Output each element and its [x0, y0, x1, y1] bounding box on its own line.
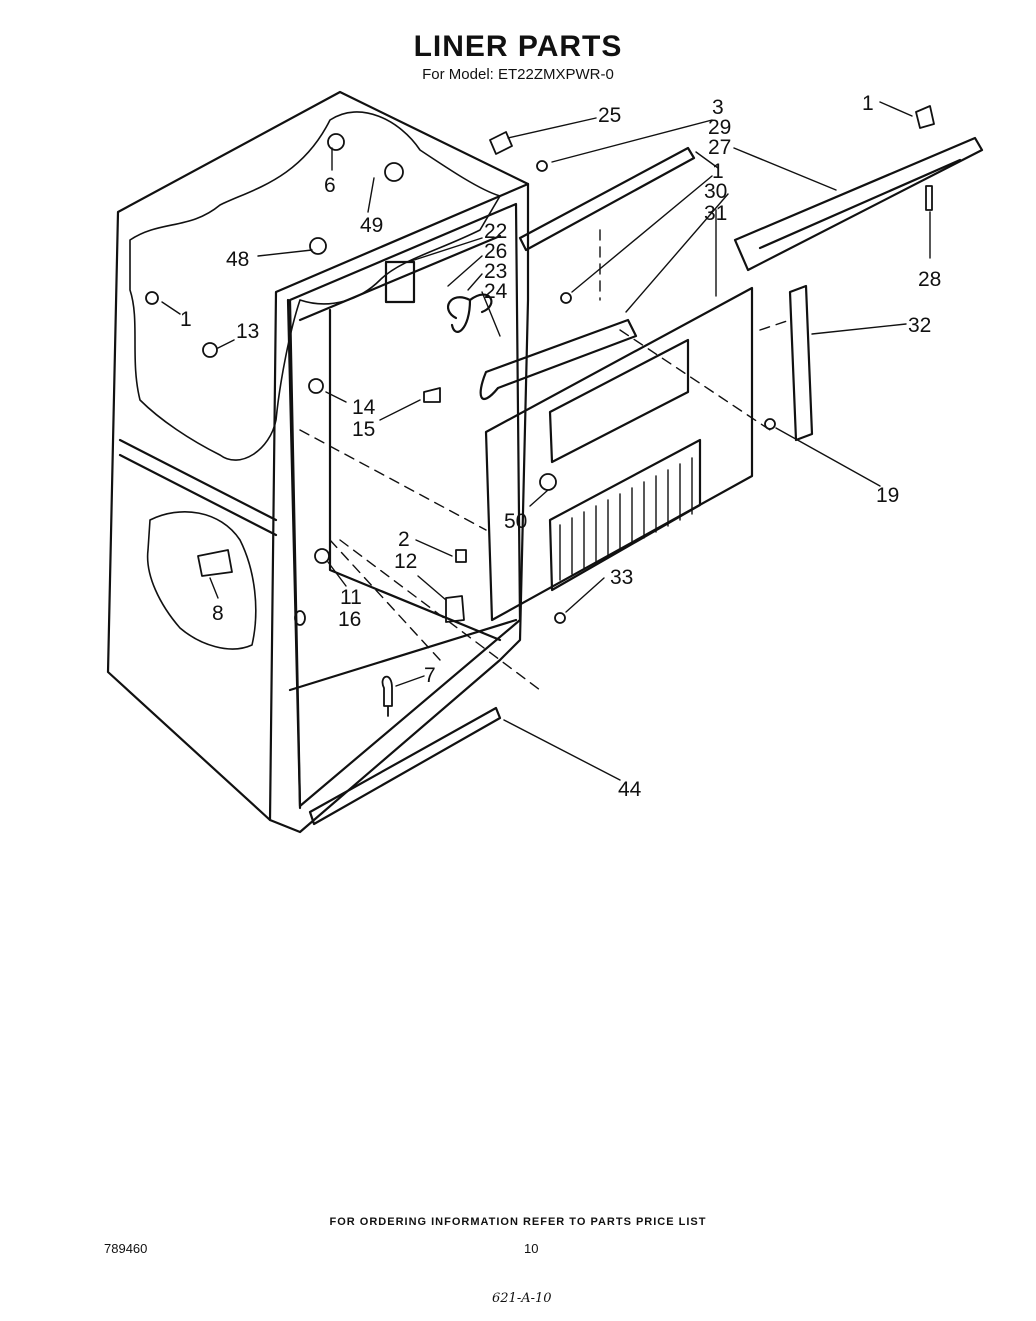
- callout-33: 33: [610, 566, 633, 589]
- callout-11: 11: [340, 586, 362, 609]
- callout-25: 25: [598, 104, 621, 127]
- bar-29: [518, 146, 696, 252]
- callout-27: 27: [708, 136, 731, 159]
- callout-2: 2: [398, 528, 410, 551]
- insulation-cutaway-lower: [146, 511, 257, 650]
- callout-24: 24: [484, 280, 508, 303]
- callout-14: 14: [352, 396, 376, 419]
- hardware-parts: [145, 105, 935, 717]
- callout-13: 13: [236, 320, 259, 343]
- model-subtitle: For Model: ET22ZMXPWR-0: [422, 66, 614, 83]
- cover-panel-31: [484, 286, 754, 622]
- front-bar-44: [308, 706, 502, 826]
- callout-44: 44: [618, 778, 642, 801]
- callout-15: 15: [352, 418, 375, 441]
- callout-3: 3: [712, 96, 724, 119]
- callout-8: 8: [212, 602, 224, 625]
- callout-7: 7: [424, 664, 436, 687]
- insulation-cutaway-upper: [129, 111, 501, 461]
- callout-1-left: 1: [180, 308, 192, 331]
- callout-32: 32: [908, 314, 931, 337]
- callout-50: 50: [504, 510, 527, 533]
- callout-22: 22: [484, 220, 507, 243]
- callout-48: 48: [226, 248, 249, 271]
- document-number: 789460: [104, 1241, 148, 1256]
- callout-28: 28: [918, 268, 941, 291]
- page-number: 10: [524, 1241, 539, 1256]
- bracket-30: [479, 318, 638, 401]
- top-rail-27: [733, 136, 984, 272]
- callout-49: 49: [360, 214, 383, 237]
- callout-6: 6: [324, 174, 336, 197]
- callout-23: 23: [484, 260, 507, 283]
- callout-1-mid: 1: [712, 160, 724, 183]
- callout-29: 29: [708, 116, 731, 139]
- callout-1-top-right: 1: [862, 92, 874, 115]
- handwritten-code: 621-A-10: [492, 1291, 552, 1306]
- ordering-info-note: FOR ORDERING INFORMATION REFER TO PARTS …: [329, 1216, 707, 1228]
- liner-opening: [288, 202, 522, 808]
- callout-12: 12: [394, 550, 417, 573]
- callout-31: 31: [704, 202, 727, 225]
- cabinet-front-edge: [268, 182, 530, 822]
- cabinet-shell: [106, 90, 530, 834]
- callout-26: 26: [484, 240, 507, 263]
- page-title: LINER PARTS: [413, 30, 623, 63]
- fan-blade: [447, 293, 493, 333]
- callout-16: 16: [338, 608, 361, 631]
- callout-19: 19: [876, 484, 899, 507]
- side-bar-32: [788, 284, 814, 442]
- fan-motor: [384, 260, 416, 304]
- callout-30: 30: [704, 180, 727, 203]
